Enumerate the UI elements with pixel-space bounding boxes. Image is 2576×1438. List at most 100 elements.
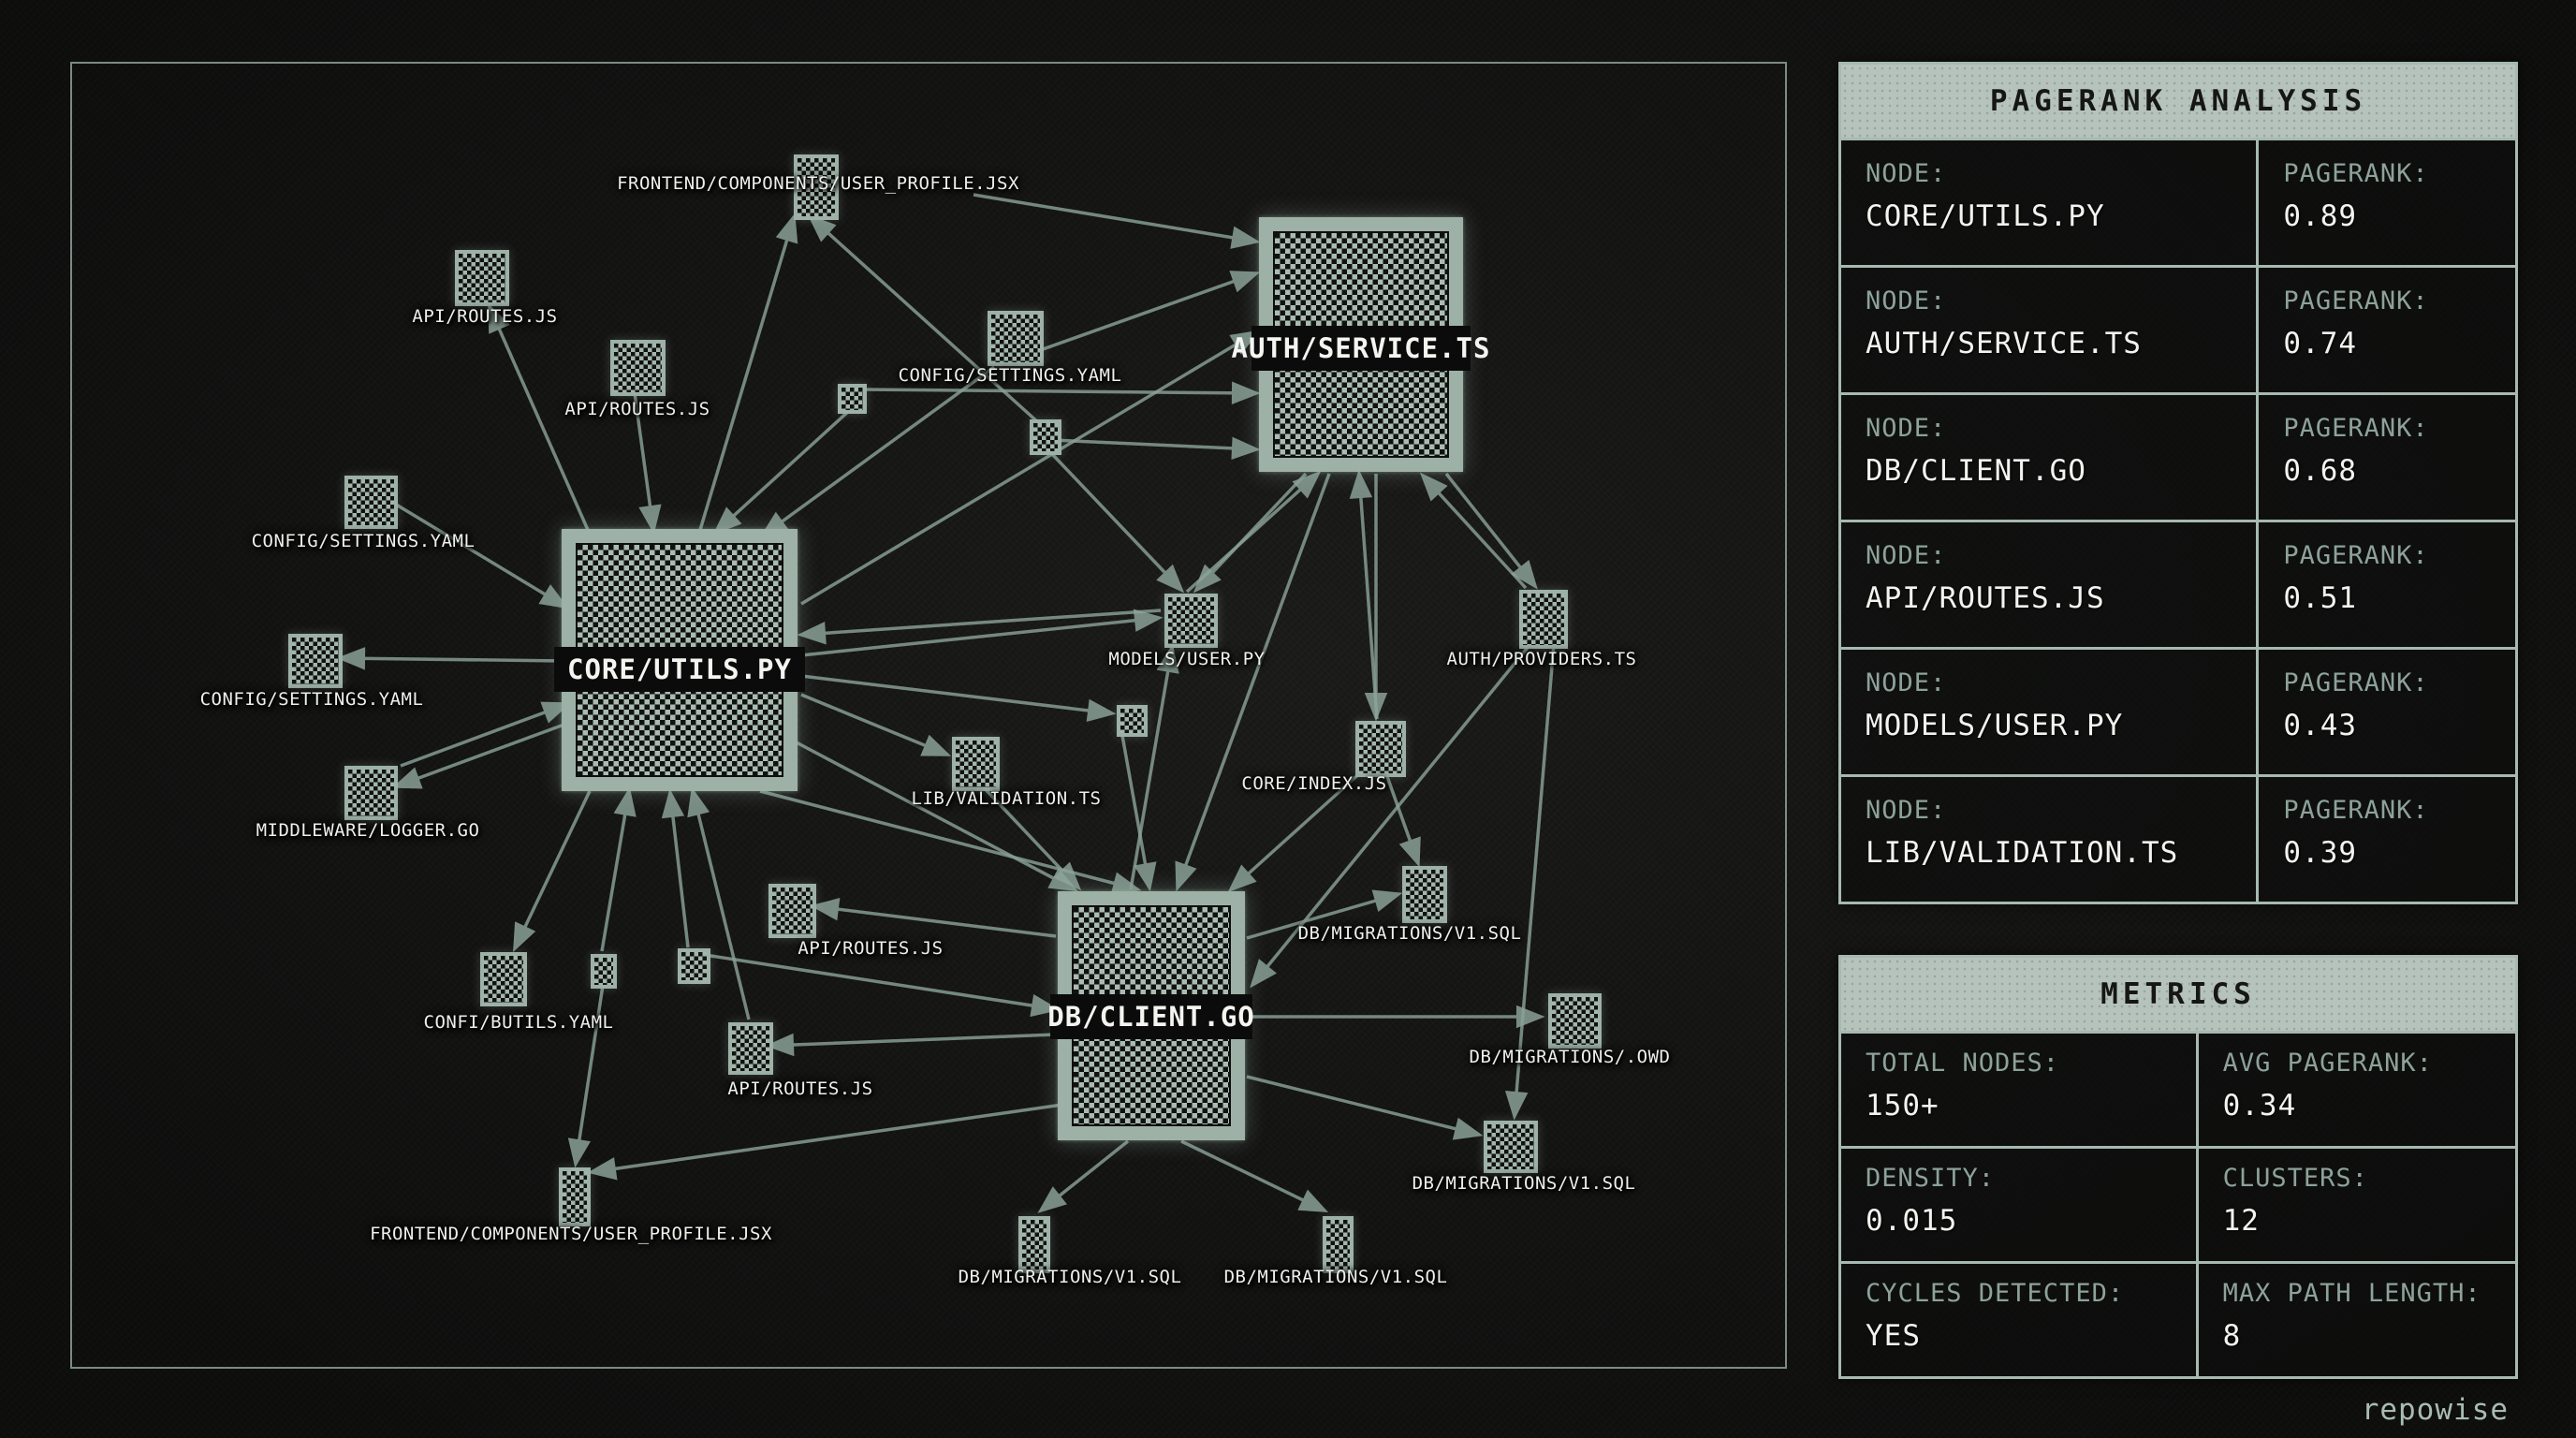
graph-node-label-api-routes-2: API/ROUTES.JS — [564, 399, 710, 419]
node-field-label: NODE: — [1866, 159, 1947, 188]
graph-node-api-routes-4[interactable] — [728, 1022, 773, 1075]
graph-node-core-utils[interactable]: CORE/UTILS.PY — [554, 529, 805, 791]
graph-node-frontend-bottom[interactable] — [559, 1167, 591, 1226]
dependency-edge — [1050, 452, 1185, 594]
graph-node-auth-service[interactable]: AUTH/SERVICE.TS — [1232, 217, 1489, 472]
graph-node-db-migrations-owd[interactable] — [1548, 993, 1602, 1049]
node-field-label: NODE: — [1866, 668, 1947, 697]
dependency-edge — [790, 738, 1079, 892]
metric-label: TOTAL NODES: — [1866, 1049, 2060, 1078]
dependency-edge — [400, 701, 572, 768]
graph-node-label-frontend-bottom: FRONTEND/COMPONENTS/USER_PROFILE.JSX — [370, 1224, 772, 1244]
rank-field-value: 0.68 — [2283, 454, 2358, 488]
rank-field-label: PAGERANK: — [2283, 414, 2429, 443]
graph-node-label-db-migrations-r2: DB/MIGRATIONS/V1.SQL — [1412, 1173, 1636, 1194]
graph-node-api-routes-2[interactable] — [610, 340, 666, 396]
node-field-label: NODE: — [1866, 796, 1947, 825]
graph-node-config-left-1[interactable] — [344, 476, 398, 529]
rank-field-label: PAGERANK: — [2283, 541, 2429, 570]
metric-label: CYCLES DETECTED: — [1866, 1279, 2125, 1308]
dependency-edge — [807, 213, 1041, 425]
metrics-row: TOTAL NODES: 150+ AVG PAGERANK: 0.34 — [1841, 1031, 2515, 1146]
dependency-edge — [336, 647, 566, 670]
dependency-edge — [692, 951, 1061, 1018]
graph-node-auth-providers[interactable] — [1519, 590, 1568, 649]
metric-cycles-detected: CYCLES DETECTED: YES — [1841, 1264, 2199, 1376]
rank-field-label: PAGERANK: — [2283, 286, 2429, 315]
rank-field-label: PAGERANK: — [2283, 668, 2429, 697]
dependency-edge — [687, 786, 751, 1020]
pagerank-node-cell: NODE: AUTH/SERVICE.TS — [1841, 268, 2260, 392]
graph-node-frontend-top[interactable] — [794, 154, 839, 220]
pagerank-rank-cell: PAGERANK: 0.51 — [2259, 522, 2515, 647]
graph-node-db-migrations-r1[interactable] — [1402, 866, 1447, 923]
graph-node-unlabeled-2[interactable] — [1030, 419, 1061, 455]
metric-clusters: CLUSTERS: 12 — [2199, 1149, 2515, 1261]
graph-node-db-migrations-b2[interactable] — [1323, 1216, 1354, 1273]
graph-node-db-migrations-b1[interactable] — [1018, 1216, 1050, 1273]
dependency-edge — [979, 783, 1082, 891]
graph-node-label-lib-validation: LIB/VALIDATION.TS — [911, 788, 1102, 809]
metric-total-nodes: TOTAL NODES: 150+ — [1841, 1034, 2199, 1146]
graph-node-unlabeled-5[interactable] — [1117, 705, 1148, 737]
dependency-edge — [391, 721, 570, 789]
metric-value: 12 — [2222, 1204, 2260, 1238]
rank-field-value: 0.89 — [2283, 199, 2358, 233]
dependency-edge — [1175, 473, 1331, 892]
dependency-edge — [1419, 472, 1528, 590]
rank-field-value: 0.51 — [2283, 581, 2358, 615]
pagerank-node-cell: NODE: API/ROUTES.JS — [1841, 522, 2260, 647]
graph-node-api-routes-3[interactable] — [768, 884, 816, 938]
graph-node-db-migrations-r2[interactable] — [1484, 1121, 1538, 1173]
node-field-value: CORE/UTILS.PY — [1866, 199, 2105, 233]
metrics-row: DENSITY: 0.015 CLUSTERS: 12 — [1841, 1146, 2515, 1261]
pagerank-rank-cell: PAGERANK: 0.74 — [2259, 268, 2515, 392]
graph-node-api-routes-1[interactable] — [455, 250, 509, 306]
rank-field-label: PAGERANK: — [2283, 159, 2429, 188]
graph-node-label-config-left-1: CONFIG/SETTINGS.YAML — [251, 531, 476, 551]
pagerank-rank-cell: PAGERANK: 0.68 — [2259, 395, 2515, 520]
graph-node-config-top[interactable] — [988, 311, 1044, 366]
node-field-value: LIB/VALIDATION.TS — [1866, 836, 2179, 870]
dependency-edge — [633, 392, 662, 535]
dependency-edge — [973, 193, 1261, 249]
metric-value: YES — [1866, 1319, 1921, 1353]
graph-node-label-config-left-2: CONFIG/SETTINGS.YAML — [199, 689, 424, 710]
dependency-edge — [810, 898, 1057, 938]
graph-node-unlabeled-1[interactable] — [838, 384, 867, 414]
metric-value: 0.015 — [1866, 1204, 1958, 1238]
graph-node-core-index[interactable] — [1355, 721, 1406, 777]
node-field-label: NODE: — [1866, 286, 1947, 315]
graph-node-label-confi-butils: CONFI/BUTILS.YAML — [423, 1012, 614, 1033]
metric-avg-pagerank: AVG PAGERANK: 0.34 — [2199, 1034, 2515, 1146]
graph-node-label-db-migrations-owd: DB/MIGRATIONS/.OWD — [1469, 1047, 1671, 1067]
graph-node-label-db-migrations-b1: DB/MIGRATIONS/V1.SQL — [958, 1267, 1182, 1287]
pagerank-rank-cell: PAGERANK: 0.39 — [2259, 777, 2515, 902]
graph-node-lib-validation[interactable] — [952, 737, 1000, 791]
graph-node-label-config-top: CONFIG/SETTINGS.YAML — [898, 365, 1122, 386]
graph-node-label-auth-service: AUTH/SERVICE.TS — [1232, 326, 1489, 371]
graph-node-confi-butils[interactable] — [480, 952, 527, 1006]
metric-label: DENSITY: — [1866, 1164, 1996, 1193]
pagerank-node-cell: NODE: MODELS/USER.PY — [1841, 650, 2260, 774]
dependency-edge — [860, 381, 1261, 405]
dependency-edge — [797, 609, 1162, 645]
node-field-value: API/ROUTES.JS — [1866, 581, 2105, 615]
rank-field-label: PAGERANK: — [2283, 796, 2429, 825]
dependency-edge — [1227, 770, 1364, 893]
pagerank-rank-cell: PAGERANK: 0.89 — [2259, 140, 2515, 265]
graph-node-models-user[interactable] — [1164, 594, 1218, 648]
dependency-edge — [1504, 643, 1556, 1121]
pagerank-row: NODE: DB/CLIENT.GO PAGERANK: 0.68 — [1841, 392, 2515, 520]
graph-node-label-db-migrations-r1: DB/MIGRATIONS/V1.SQL — [1297, 923, 1522, 944]
graph-node-unlabeled-3[interactable] — [591, 954, 617, 989]
graph-node-config-left-2[interactable] — [288, 634, 343, 688]
pagerank-row: NODE: API/ROUTES.JS PAGERANK: 0.51 — [1841, 520, 2515, 647]
rank-field-value: 0.74 — [2283, 327, 2358, 360]
graph-node-unlabeled-4[interactable] — [678, 948, 710, 984]
node-field-label: NODE: — [1866, 414, 1947, 443]
metrics-panel: METRICS TOTAL NODES: 150+ AVG PAGERANK: … — [1838, 955, 2518, 1379]
metric-label: CLUSTERS: — [2222, 1164, 2368, 1193]
graph-node-db-client[interactable]: DB/CLIENT.GO — [1047, 891, 1254, 1140]
graph-node-middleware-logger[interactable] — [344, 766, 398, 820]
